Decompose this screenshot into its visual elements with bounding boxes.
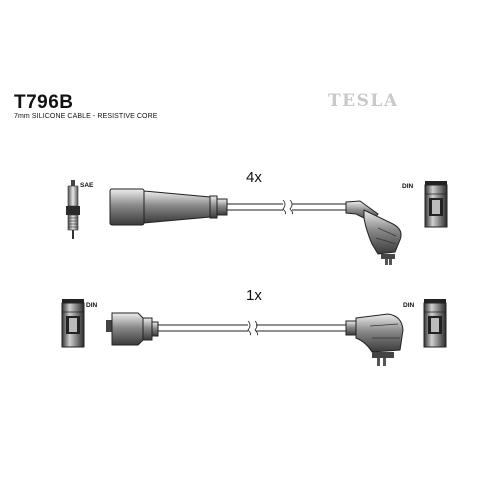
boot-angled-icon (345, 313, 404, 366)
din-socket-icon (424, 181, 448, 228)
quantity-label-bottom: 1x (246, 287, 262, 304)
boot-straight-icon (109, 188, 228, 226)
cable-break-icon (282, 199, 294, 215)
terminal-label-din-bottom-left: DIN (86, 302, 98, 309)
spark-plug-icon (66, 180, 80, 239)
cable-bottom (158, 320, 346, 336)
terminal-label-din-top-right: DIN (402, 183, 414, 190)
boot-straight-icon (106, 312, 159, 346)
cable-top (227, 199, 348, 215)
brand-logo: TESLA (328, 91, 399, 111)
din-socket-icon (423, 299, 447, 348)
quantity-label-top: 4x (246, 169, 262, 186)
part-code: T796B (14, 92, 74, 113)
din-socket-icon (61, 299, 85, 348)
boot-angled-icon (345, 200, 402, 265)
terminal-label-sae: SAE (80, 182, 94, 189)
cable-spec: 7mm SILICONE CABLE - RESISTIVE CORE (14, 113, 158, 120)
cable-break-icon (247, 320, 259, 336)
terminal-label-din-bottom-right: DIN (403, 302, 415, 309)
